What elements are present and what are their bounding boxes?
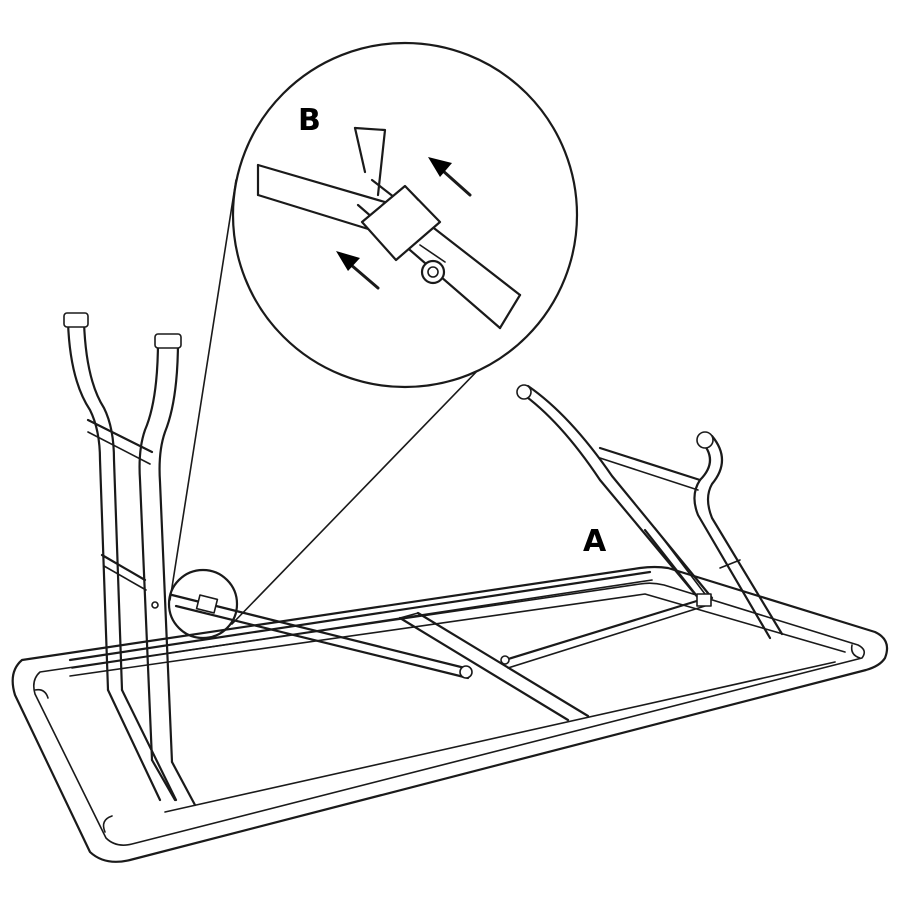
magnified-detail <box>231 41 579 389</box>
left-leg-assembly <box>63 312 197 807</box>
label-a: A <box>583 524 607 559</box>
arrow-up-left-icon <box>428 157 472 197</box>
table-top <box>11 565 889 863</box>
magnifier-connector <box>169 179 513 625</box>
arrow-up-left-icon <box>336 251 380 290</box>
center-brace <box>398 611 590 722</box>
right-leg-assembly <box>516 384 784 640</box>
left-diagonal-brace <box>170 593 473 680</box>
label-b: B <box>298 103 321 138</box>
detail-location-circle <box>167 568 239 640</box>
